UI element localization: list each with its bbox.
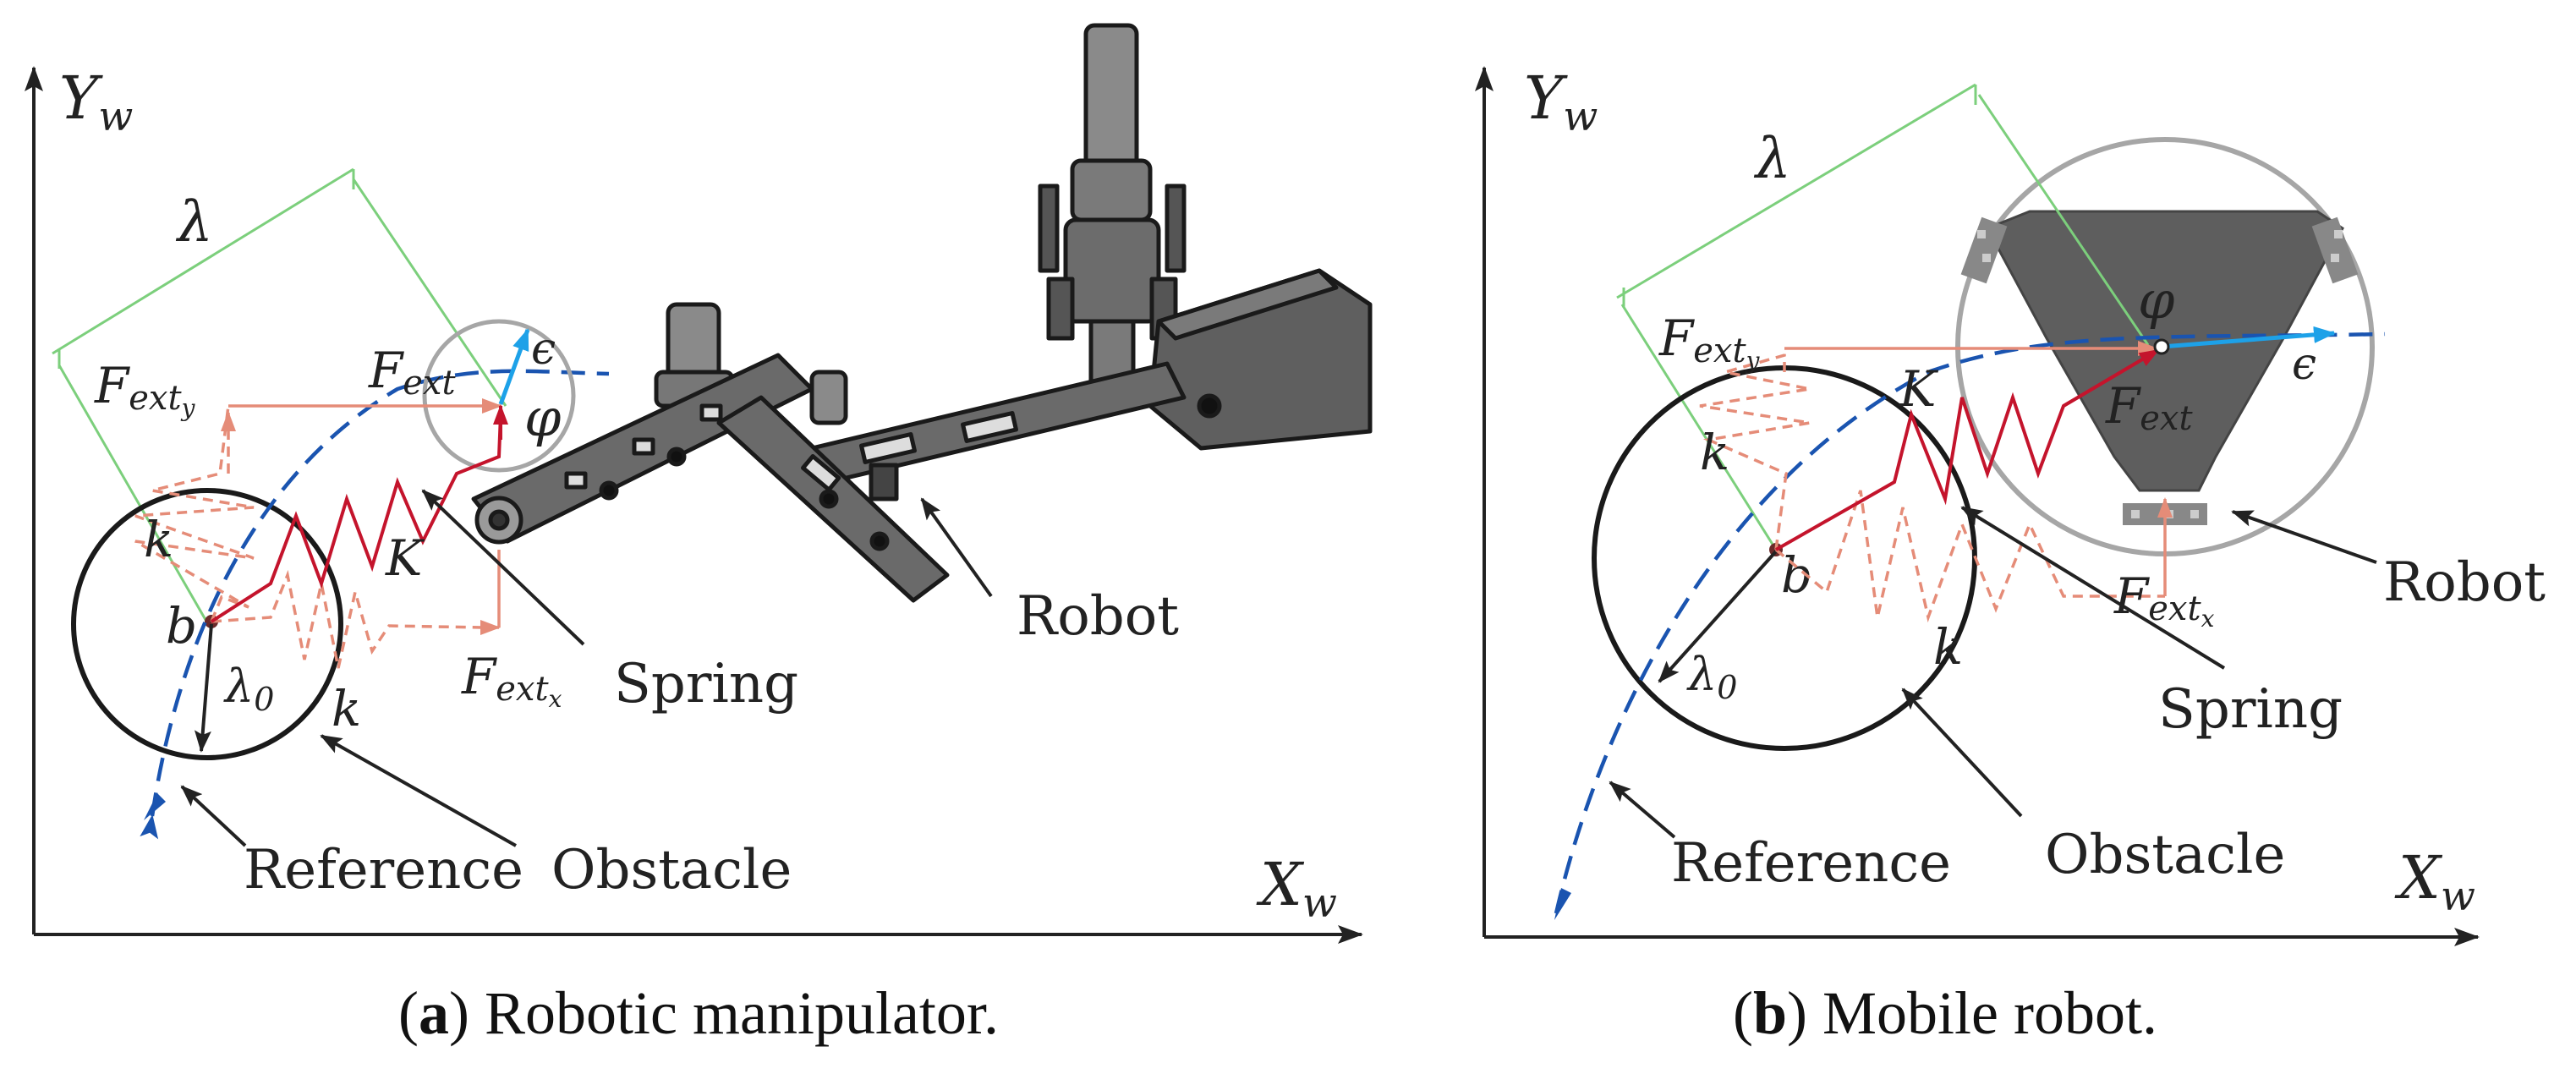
f-ext-label: Fext	[368, 342, 456, 403]
f-ext-label: Fext	[2105, 377, 2193, 438]
epsilon-vector	[2161, 326, 2336, 349]
lambda0-radius	[1658, 550, 1778, 683]
obstacle-label: Obstacle	[2045, 824, 2285, 886]
reference-pointer	[180, 785, 247, 847]
reference-label: Reference	[1671, 832, 1951, 895]
robot-center	[2153, 338, 2170, 355]
obstacle-pointer	[1901, 688, 2023, 818]
f-ext-y-label: Fexty	[94, 357, 196, 422]
phi-label: φ	[524, 386, 562, 448]
virtual-springs	[1699, 351, 2165, 623]
manipulator-drawing	[471, 23, 1373, 603]
K-label: K	[385, 529, 425, 587]
lambda-label: λ	[175, 189, 213, 255]
reference-pointer	[1609, 781, 1676, 839]
y-axis-label: Yw	[1524, 63, 1598, 140]
panel-b: Yw Xw λ	[1475, 63, 2546, 1047]
f-ext-x-label: Fextx	[461, 648, 562, 713]
spring-K	[210, 414, 502, 623]
b-label: b	[166, 597, 197, 655]
lambda0-radius	[194, 623, 213, 753]
spring-label: Spring	[2158, 678, 2343, 741]
robot-pointer	[920, 497, 993, 598]
robot-pointer	[2231, 510, 2377, 564]
lambda0-label: λ0	[1686, 648, 1737, 706]
lambda-dimension	[52, 167, 507, 625]
spring-label: Spring	[614, 653, 798, 715]
caption-b: (b) Mobile robot.	[1733, 979, 2157, 1047]
caption-a: (a) Robotic manipulator.	[398, 979, 999, 1047]
k-label-2: k	[332, 680, 361, 737]
lambda0-label: λ0	[223, 660, 274, 718]
phi-label: φ	[2138, 269, 2175, 331]
reference-arrowhead	[1554, 888, 1571, 920]
epsilon-vector	[498, 328, 530, 405]
robot-label: Robot	[1017, 585, 1179, 648]
f-ext-y-label: Fexty	[1658, 310, 1761, 375]
obstacle-pointer	[320, 734, 517, 847]
reference-arrowhead	[144, 793, 166, 820]
K-label: K	[1899, 360, 1939, 418]
x-axis-label: Xw	[2394, 843, 2475, 920]
epsilon-label: ϵ	[531, 324, 556, 375]
obstacle-label: Obstacle	[551, 839, 792, 901]
obstacle-circle	[71, 488, 343, 760]
virtual-springs	[134, 405, 483, 669]
f-ext-x-label: Fextx	[2113, 567, 2215, 633]
panel-a: Yw Xw λ b λ0	[25, 23, 1373, 1047]
reference-trajectory	[140, 369, 610, 840]
epsilon-label: ϵ	[2292, 339, 2316, 390]
f-ext-vector	[2062, 348, 2160, 408]
spring-pointer	[421, 489, 585, 646]
lambda-label: λ	[1753, 126, 1791, 191]
x-axis-label: Xw	[1256, 850, 1337, 927]
k-label-1: k	[1700, 424, 1729, 481]
k-label-2: k	[1933, 618, 1963, 676]
reference-trajectory	[1554, 332, 2386, 914]
robot-label: Robot	[2383, 551, 2546, 614]
reference-label: Reference	[244, 839, 523, 901]
spring-pointer	[1960, 506, 2226, 670]
spring-K	[1775, 349, 2158, 551]
robot-circle	[422, 319, 576, 473]
k-label-1: k	[144, 511, 173, 568]
y-axis-label: Yw	[59, 63, 133, 140]
lambda-dimension	[1616, 83, 2150, 551]
